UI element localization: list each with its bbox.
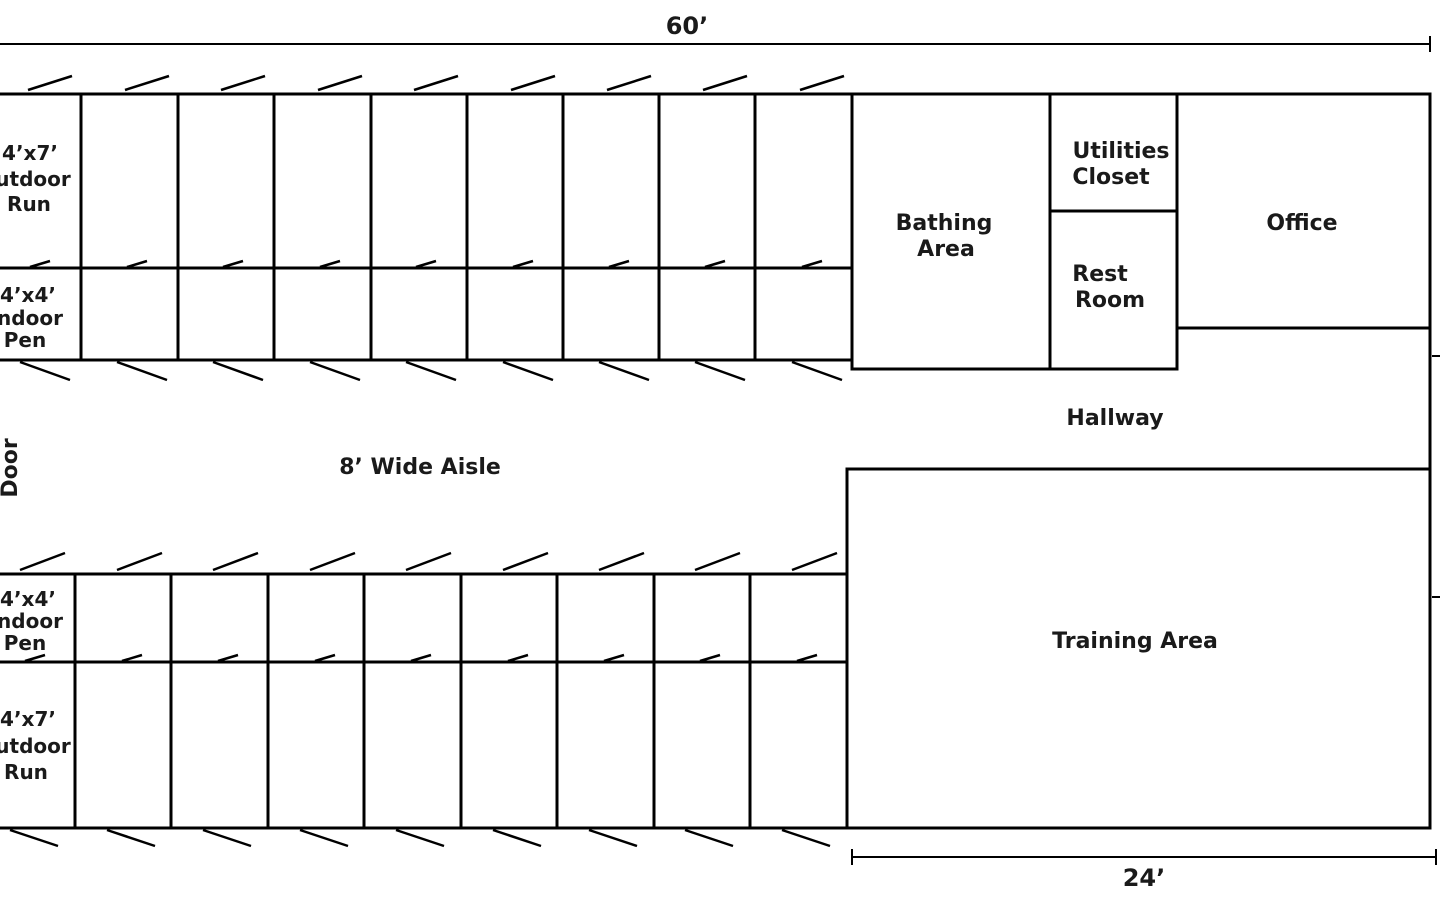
outdoor-run-door xyxy=(799,74,845,92)
pen-door xyxy=(319,259,341,269)
entry-door-label: Door xyxy=(0,438,23,497)
top-indoor-pen-label: 4’x4’ ndoor Pen xyxy=(0,283,63,352)
pen-door xyxy=(314,653,336,663)
bottom-kennel-dividers xyxy=(73,572,752,830)
pen-gate xyxy=(598,551,645,572)
bathing-area-label: Bathing Area xyxy=(896,211,993,262)
svg-text:Run: Run xyxy=(4,760,48,784)
pen-door xyxy=(603,653,625,663)
outdoor-run-door xyxy=(106,828,156,848)
pen-door xyxy=(512,259,534,269)
svg-text:utdoor: utdoor xyxy=(0,734,71,758)
pen-gate xyxy=(212,551,259,572)
pen-door xyxy=(608,259,630,269)
outdoor-run-door xyxy=(317,74,363,92)
pen-door xyxy=(699,653,721,663)
pen-gate xyxy=(502,360,554,382)
outdoor-run-door xyxy=(588,828,638,848)
svg-text:4’x4’: 4’x4’ xyxy=(0,283,56,307)
pen-door xyxy=(217,653,239,663)
pen-gate xyxy=(405,360,457,382)
bottom-kennel-doors xyxy=(9,551,838,848)
pen-gate xyxy=(309,551,356,572)
pen-door xyxy=(29,259,51,269)
svg-text:Pen: Pen xyxy=(4,631,46,655)
pen-gate xyxy=(212,360,264,382)
pen-door xyxy=(796,653,818,663)
pen-door xyxy=(704,259,726,269)
bottom-indoor-pen-label: 4’x4’ ndoor Pen xyxy=(0,587,63,655)
outdoor-run-door xyxy=(9,828,59,848)
outdoor-run-door xyxy=(299,828,349,848)
top-outdoor-run-label: 4’x7’ utdoor Run xyxy=(0,141,71,216)
svg-text:Rest: Rest xyxy=(1072,262,1128,287)
pen-door xyxy=(410,653,432,663)
utilities-closet-label: Utilities Closet xyxy=(1072,139,1169,190)
pen-gate xyxy=(405,551,452,572)
svg-text:Run: Run xyxy=(7,192,51,216)
outdoor-run-door xyxy=(202,828,252,848)
bottom-kennel-block xyxy=(0,551,849,848)
office-label: Office xyxy=(1266,211,1337,236)
pen-door xyxy=(415,259,437,269)
pen-door xyxy=(222,259,244,269)
svg-text:4’x7’: 4’x7’ xyxy=(2,141,58,165)
pen-gate xyxy=(19,551,66,572)
top-kennel-doors xyxy=(19,74,845,382)
pen-gate xyxy=(694,360,746,382)
svg-text:Room: Room xyxy=(1075,288,1145,313)
svg-text:4’x4’: 4’x4’ xyxy=(0,587,56,611)
pen-door xyxy=(507,653,529,663)
training-area-room xyxy=(845,467,1432,830)
svg-text:Pen: Pen xyxy=(4,328,46,352)
pen-gate xyxy=(309,360,361,382)
pen-gate xyxy=(791,551,838,572)
pen-gate xyxy=(116,360,168,382)
pen-door xyxy=(801,259,823,269)
bottom-outdoor-run-label: 4’x7’ utdoor Run xyxy=(0,707,71,784)
outdoor-run-door xyxy=(510,74,556,92)
outdoor-run-door xyxy=(124,74,170,92)
svg-text:Area: Area xyxy=(917,237,975,262)
outdoor-run-door xyxy=(395,828,445,848)
right-edge-ticks xyxy=(1432,355,1440,598)
pen-door xyxy=(24,653,46,663)
aisle-label: 8’ Wide Aisle xyxy=(339,455,501,480)
svg-text:Bathing: Bathing xyxy=(896,211,993,236)
dimension-24-label: 24’ xyxy=(1123,864,1166,892)
pen-gate xyxy=(694,551,741,572)
office-room xyxy=(1175,92,1432,330)
outdoor-run-door xyxy=(606,74,652,92)
pen-gate xyxy=(116,551,163,572)
pen-gate xyxy=(19,360,71,382)
outdoor-run-door xyxy=(684,828,734,848)
pen-door xyxy=(126,259,148,269)
top-kennel-dividers xyxy=(79,92,757,362)
svg-text:Closet: Closet xyxy=(1072,165,1150,190)
dimension-end-width: 24’ xyxy=(851,849,1437,892)
rest-room-label: Rest Room xyxy=(1072,262,1145,313)
outdoor-run-door xyxy=(781,828,831,848)
outdoor-run-door xyxy=(702,74,748,92)
pen-gate xyxy=(502,551,549,572)
svg-text:4’x7’: 4’x7’ xyxy=(0,707,56,731)
svg-text:ndoor: ndoor xyxy=(0,609,63,633)
outdoor-run-door xyxy=(492,828,542,848)
outdoor-run-door xyxy=(220,74,266,92)
dimension-overall-length: 60’ xyxy=(0,12,1431,52)
svg-text:Utilities: Utilities xyxy=(1072,139,1169,164)
dimension-60-label: 60’ xyxy=(666,12,709,40)
svg-text:ndoor: ndoor xyxy=(0,306,63,330)
outdoor-run-door xyxy=(27,74,73,92)
outdoor-run-door xyxy=(413,74,459,92)
pen-door xyxy=(121,653,143,663)
top-kennel-block xyxy=(0,74,854,382)
svg-text:utdoor: utdoor xyxy=(0,167,71,191)
pen-gate xyxy=(598,360,650,382)
pen-gate xyxy=(791,360,843,382)
hallway-label: Hallway xyxy=(1066,406,1163,431)
training-area-label: Training Area xyxy=(1052,629,1218,654)
